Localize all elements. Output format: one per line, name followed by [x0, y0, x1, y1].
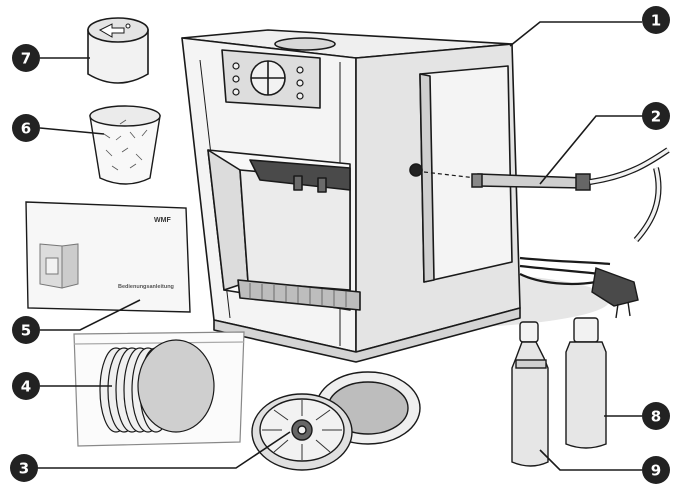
callout-4: 4	[12, 372, 40, 400]
callout-9: 9	[642, 456, 670, 484]
callout-6: 6	[12, 114, 40, 142]
tablet-stack	[100, 340, 214, 432]
front-tablet	[138, 340, 214, 432]
callout-4-number: 4	[21, 378, 31, 396]
callout-6-number: 6	[21, 120, 31, 138]
callout-5-number: 5	[21, 322, 31, 340]
callout-5: 5	[12, 316, 40, 344]
callout-8-number: 8	[651, 408, 661, 426]
coffee-machine	[182, 30, 520, 362]
measuring-container	[88, 18, 148, 83]
leader-9	[540, 450, 642, 470]
power-plug-icon	[592, 268, 638, 318]
callout-3: 3	[10, 454, 38, 482]
bottle-left	[512, 322, 548, 466]
callout-1: 1	[642, 6, 670, 34]
callout-7-number: 7	[21, 50, 31, 68]
callout-2-number: 2	[651, 108, 661, 126]
spout-nozzle-left	[294, 176, 302, 190]
manual-brand-logo: WMF	[154, 217, 171, 224]
callout-1-number: 1	[651, 12, 661, 30]
callout-9-number: 9	[651, 462, 661, 480]
callout-3-number: 3	[19, 460, 29, 478]
manual-title: Bedienungsanleitung	[118, 284, 174, 290]
callout-2: 2	[642, 102, 670, 130]
callout-7: 7	[12, 44, 40, 72]
water-filter	[252, 372, 420, 470]
cleaning-tablets-bag	[74, 332, 244, 446]
steam-connector-icon	[410, 164, 422, 176]
callout-8: 8	[642, 402, 670, 430]
spout-nozzle-right	[318, 178, 326, 192]
manual-machine-picture	[40, 244, 78, 288]
bottle-right	[566, 318, 606, 448]
operating-manual: WMF Bedienungsanleitung	[26, 202, 190, 312]
leader-1	[510, 22, 642, 46]
powder-cup	[90, 106, 160, 184]
machine-lid	[275, 38, 335, 50]
